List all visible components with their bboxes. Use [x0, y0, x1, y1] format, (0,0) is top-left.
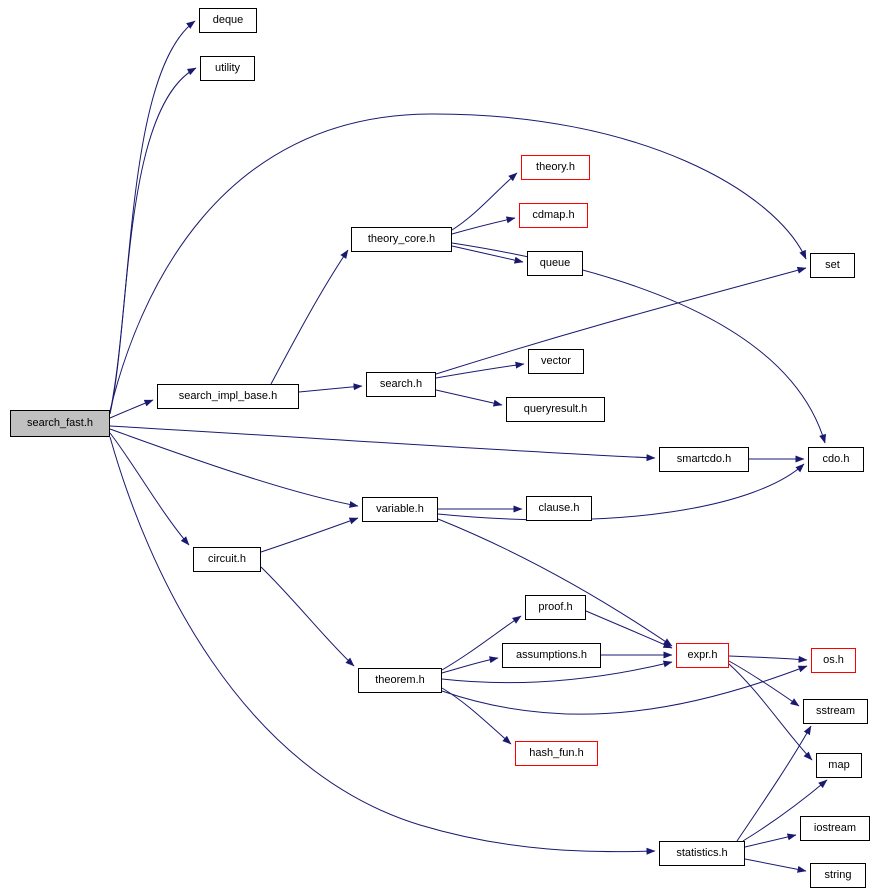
edge-search-to-set [435, 266, 807, 375]
edge-search_fast-to-circuit [109, 432, 190, 546]
edge-statistics-to-string [744, 858, 807, 873]
edges-group [109, 20, 828, 873]
graph-node-hash_fun[interactable]: hash_fun.h [515, 741, 598, 766]
graph-node-proof[interactable]: proof.h [525, 595, 586, 620]
graph-node-search_fast: search_fast.h [10, 410, 110, 437]
graph-node-variable[interactable]: variable.h [362, 497, 438, 522]
edge-statistics-to-iostream [744, 833, 797, 848]
graph-node-search_impl_base[interactable]: search_impl_base.h [157, 384, 299, 409]
graph-node-statistics[interactable]: statistics.h [659, 841, 745, 866]
graph-node-os[interactable]: os.h [811, 648, 856, 673]
edge-theorem-to-proof [441, 615, 522, 671]
edge-theorem-to-hash_fun [441, 687, 512, 745]
graph-node-queryresult[interactable]: queryresult.h [506, 397, 605, 422]
edge-theory_core-to-cdmap [451, 216, 516, 235]
graph-node-expr[interactable]: expr.h [676, 643, 729, 668]
edge-search_fast-to-variable [109, 428, 359, 508]
edge-variable-to-expr [437, 518, 673, 647]
edge-statistics-to-map [742, 779, 828, 842]
graph-node-queue: queue [527, 251, 583, 276]
edge-theory_core-to-theory [451, 172, 518, 231]
edge-search_fast-to-deque [109, 20, 196, 414]
edge-theorem-to-assumptions [441, 656, 499, 674]
edge-theorem-to-os [441, 665, 808, 715]
graph-node-search[interactable]: search.h [366, 372, 436, 397]
graph-node-iostream: iostream [800, 816, 870, 841]
graph-node-utility: utility [200, 56, 255, 81]
graph-node-vector: vector [528, 349, 584, 374]
graph-node-sstream: sstream [803, 699, 868, 724]
graph-node-cdmap[interactable]: cdmap.h [519, 203, 588, 228]
edge-search-to-queryresult [435, 389, 503, 407]
graph-node-map: map [816, 753, 862, 778]
edge-theory_core-to-queue [451, 245, 524, 264]
edge-search_impl_base-to-theory_core [270, 249, 349, 385]
graph-node-smartcdo[interactable]: smartcdo.h [659, 447, 749, 472]
graph-node-theory_core[interactable]: theory_core.h [351, 227, 452, 252]
edge-search-to-vector [435, 361, 525, 379]
graph-node-deque: deque [199, 8, 257, 33]
edge-circuit-to-variable [260, 517, 359, 553]
edge-circuit-to-theorem [260, 566, 355, 667]
edge-search_fast-to-smartcdo [109, 425, 656, 462]
edge-search_impl_base-to-search [298, 383, 363, 393]
graph-node-theory[interactable]: theory.h [521, 155, 590, 180]
graph-node-clause[interactable]: clause.h [526, 496, 592, 521]
graph-node-assumptions[interactable]: assumptions.h [502, 643, 601, 668]
edge-variable-to-cdo [437, 463, 805, 521]
graph-node-set: set [810, 253, 855, 278]
graph-node-circuit[interactable]: circuit.h [193, 547, 261, 572]
edge-theory_core-to-cdo [451, 242, 826, 444]
graph-node-string: string [810, 863, 866, 888]
edge-proof-to-expr [585, 610, 673, 649]
edge-expr-to-sstream [728, 660, 800, 707]
edge-theorem-to-expr [441, 660, 673, 684]
edge-search_fast-to-utility [109, 67, 197, 415]
edge-search_fast-to-set [109, 113, 807, 412]
edge-search_fast-to-statistics [109, 436, 656, 855]
edge-expr-to-map [728, 663, 813, 761]
edge-expr-to-os [728, 655, 808, 663]
graph-node-theorem[interactable]: theorem.h [358, 668, 442, 693]
graph-node-cdo[interactable]: cdo.h [808, 447, 864, 472]
edge-statistics-to-sstream [736, 725, 812, 842]
edge-search_fast-to-search_impl_base [109, 399, 154, 419]
